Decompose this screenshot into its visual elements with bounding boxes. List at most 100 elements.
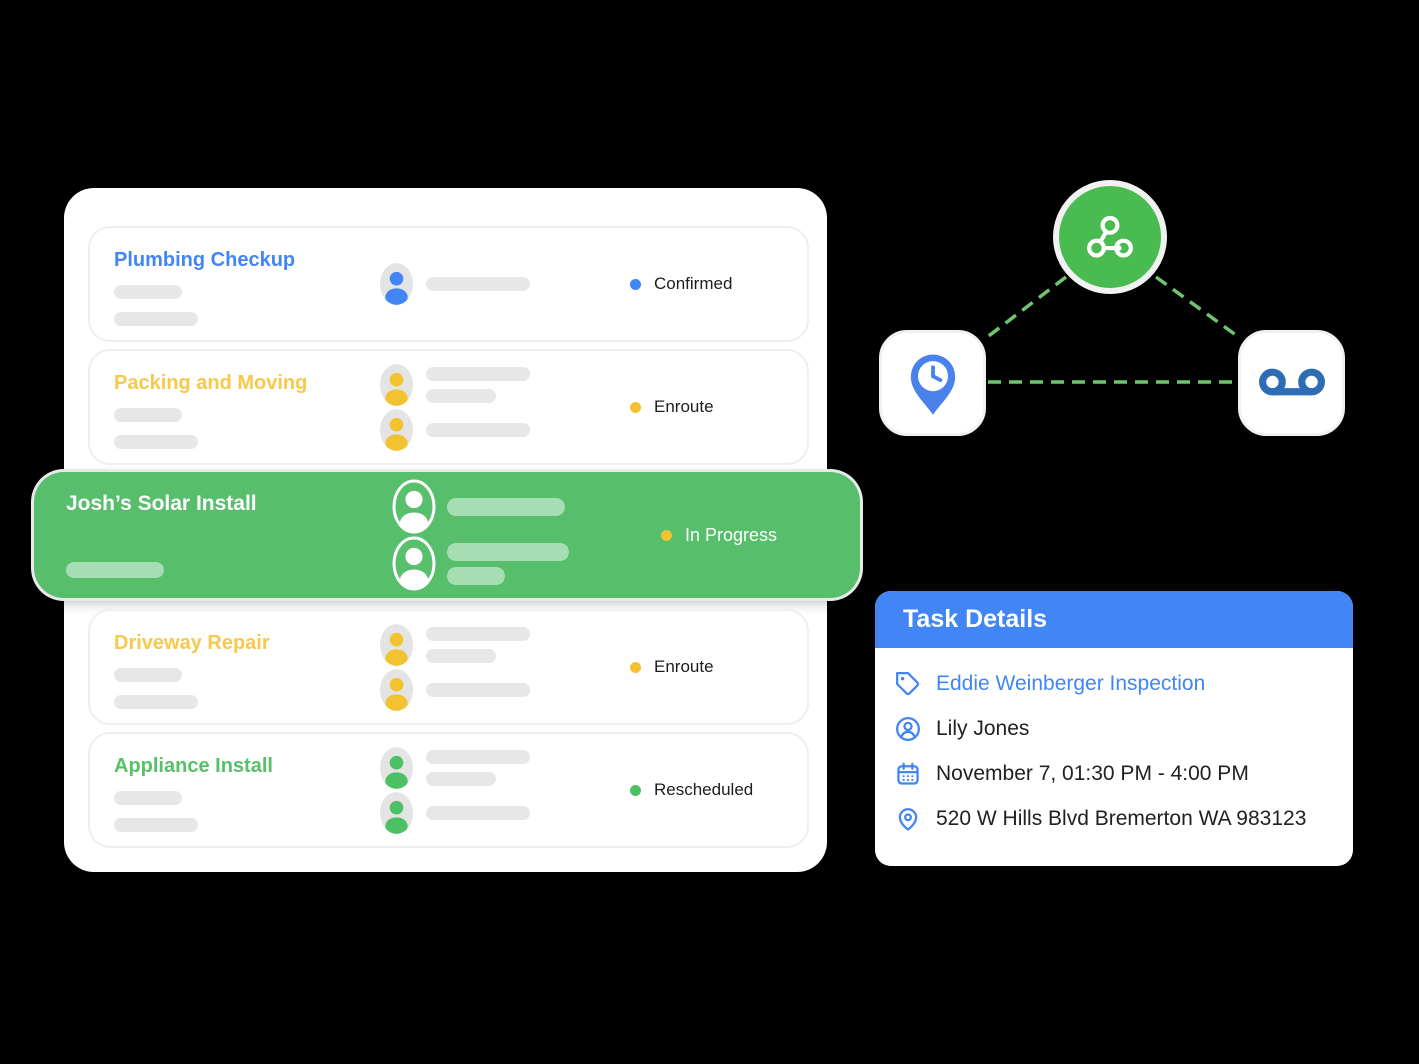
task-details-card: Task Details Eddie Weinberger Inspection… (875, 591, 1353, 866)
job-status: Enroute (619, 351, 807, 463)
webhook-icon (1087, 215, 1133, 258)
placeholder-bar (426, 366, 530, 381)
assignee-row (380, 263, 619, 305)
task-row-inspection[interactable]: Eddie Weinberger Inspection (895, 661, 1333, 706)
address-text: 520 W Hills Blvd Bremerton WA 983123 (936, 806, 1307, 830)
assignee-row (380, 791, 619, 834)
job-title: Plumbing Checkup (114, 249, 296, 271)
placeholder-bar (426, 771, 496, 786)
status-label: Rescheduled (654, 780, 754, 799)
assignee-row (380, 746, 619, 789)
placeholder-bar (426, 648, 496, 663)
job-card-plumbing-checkup[interactable]: Plumbing Checkup Confirmed (88, 226, 809, 342)
avatar-icon (380, 363, 413, 406)
placeholder-bar (114, 791, 182, 805)
placeholder-stack (426, 626, 530, 663)
job-title: Driveway Repair (114, 632, 270, 654)
placeholder-bar (426, 626, 530, 641)
placeholder-bar (447, 497, 565, 516)
job-card-driveway-repair[interactable]: Driveway Repair (88, 609, 809, 725)
task-details-header: Task Details (875, 591, 1353, 648)
assignee-row (380, 363, 619, 406)
placeholder-bar (426, 277, 530, 291)
voicemail-icon (1258, 368, 1325, 396)
placeholder-stack (426, 749, 530, 786)
placeholder-bar (426, 749, 530, 764)
job-list-panel: Plumbing Checkup Confirmed (34, 188, 860, 872)
placeholder-bar (426, 388, 496, 403)
job-card-left: Plumbing Checkup (90, 228, 380, 340)
job-card-assignees (380, 611, 619, 723)
placeholder-bar (447, 566, 505, 585)
avatar-icon (392, 536, 436, 591)
task-name: Eddie Weinberger Inspection (936, 671, 1206, 695)
placeholder-bar (114, 435, 198, 449)
avatar-icon (380, 791, 413, 834)
placeholder-bar (426, 682, 530, 697)
job-status: Rescheduled (619, 734, 807, 846)
status-label: Confirmed (654, 274, 733, 293)
placeholder-bar (426, 422, 530, 437)
assignee-row (392, 479, 648, 534)
job-card-assignees (380, 351, 619, 463)
location-clock-icon (910, 354, 955, 415)
status-dot (661, 529, 672, 541)
placeholder-bar (114, 818, 198, 832)
job-card-left: Josh’s Solar Install (34, 472, 378, 598)
placeholder-stack (426, 366, 530, 403)
status-dot (630, 784, 641, 796)
status-dot (630, 661, 641, 673)
placeholder-bar (66, 562, 164, 578)
scheduling-app-tile[interactable] (879, 330, 986, 436)
assignee-row (380, 408, 619, 451)
webhook-hub-node[interactable] (1053, 180, 1167, 294)
job-card-left: Packing and Moving (90, 351, 380, 463)
schedule-datetime: November 7, 01:30 PM - 4:00 PM (936, 761, 1249, 785)
assignee-row (380, 623, 619, 666)
task-row-assignee: Lily Jones (895, 706, 1333, 751)
placeholder-stack (447, 542, 569, 585)
status-label: Enroute (654, 397, 714, 416)
placeholder-bar (114, 285, 182, 299)
job-card-packing-and-moving[interactable]: Packing and Moving (88, 349, 809, 465)
voicemail-app-tile[interactable] (1238, 330, 1345, 436)
status-dot (630, 278, 641, 290)
task-row-address: 520 W Hills Blvd Bremerton WA 983123 (895, 796, 1333, 841)
task-details-body: Eddie Weinberger Inspection Lily Jones (875, 648, 1353, 841)
avatar-icon (380, 623, 413, 666)
status-label: Enroute (654, 657, 714, 676)
avatar-icon (380, 263, 413, 305)
avatar-icon (380, 746, 413, 789)
task-details-title: Task Details (903, 605, 1048, 633)
map-pin-icon (898, 807, 918, 831)
job-card-appliance-install[interactable]: Appliance Install (88, 732, 809, 848)
placeholder-bar (114, 695, 198, 709)
job-status: In Progress (648, 472, 860, 598)
job-card-left: Appliance Install (90, 734, 380, 846)
job-status: Confirmed (619, 228, 807, 340)
task-row-schedule: November 7, 01:30 PM - 4:00 PM (895, 751, 1333, 796)
assignee-row (380, 668, 619, 711)
calendar-icon (897, 762, 919, 785)
placeholder-bar (114, 312, 198, 326)
job-title: Josh’s Solar Install (66, 492, 257, 515)
job-title: Packing and Moving (114, 372, 308, 394)
placeholder-bar (114, 408, 182, 422)
avatar-icon (380, 408, 413, 451)
avatar-icon (380, 668, 413, 711)
placeholder-bar (426, 805, 530, 820)
avatar-icon (392, 479, 436, 534)
job-card-left: Driveway Repair (90, 611, 380, 723)
job-card-assignees (380, 228, 619, 340)
job-card-joshs-solar-install-selected[interactable]: Josh’s Solar Install (34, 472, 860, 598)
assignee-row (392, 536, 648, 591)
job-status: Enroute (619, 611, 807, 723)
job-card-assignees (380, 734, 619, 846)
status-dot (630, 401, 641, 413)
user-circle-icon (896, 716, 920, 741)
placeholder-bar (114, 668, 182, 682)
placeholder-bar (447, 542, 569, 561)
assignee-name: Lily Jones (936, 716, 1030, 740)
job-title: Appliance Install (114, 755, 273, 777)
